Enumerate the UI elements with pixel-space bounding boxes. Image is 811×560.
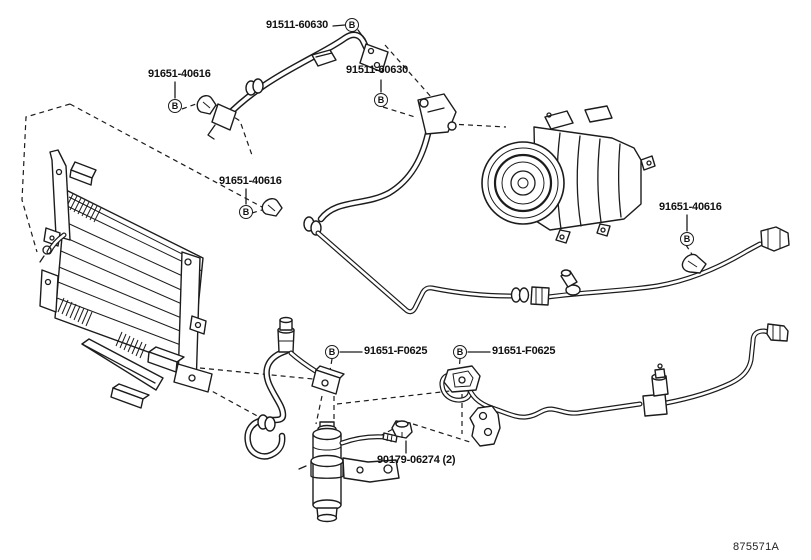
part-label-bolt: 90179-06274 (2) xyxy=(377,454,456,466)
upper-pipe-drawing xyxy=(315,226,790,315)
figure-code: 875571A xyxy=(733,541,780,553)
part-label-clamp-center: 91651-40616 xyxy=(219,175,282,187)
marker-b-clamp-right: B xyxy=(680,232,694,246)
part-label-suction-hose-lower: 91511-60630 xyxy=(346,64,409,76)
label-leader-lines xyxy=(174,24,688,454)
marker-b-clamp-left: B xyxy=(168,99,182,113)
marker-b-clamp-center: B xyxy=(239,205,253,219)
bracket-parts xyxy=(443,365,501,447)
receiver-drier-drawing xyxy=(244,316,400,523)
part-label-bracket-right: 91651-F0625 xyxy=(492,345,556,357)
marker-b-suction-hose-lower: B xyxy=(374,93,388,107)
marker-b-bracket-left: B xyxy=(325,345,339,359)
part-label-clamp-left: 91651-40616 xyxy=(148,68,211,80)
bolt-part xyxy=(391,420,413,439)
marker-b-bracket-right: B xyxy=(453,345,467,359)
part-label-suction-hose-upper: 91511-60630 xyxy=(266,19,329,31)
clamp-parts xyxy=(196,95,707,274)
part-label-bracket-left: 91651-F0625 xyxy=(364,345,428,357)
compressor-drawing xyxy=(481,105,656,244)
suction-hose-assembly xyxy=(207,31,457,236)
condenser-drawing xyxy=(39,149,213,409)
lower-pipe-drawing xyxy=(439,323,789,420)
marker-b-suction-hose-upper: B xyxy=(345,18,359,32)
part-label-clamp-right: 91651-40616 xyxy=(659,201,722,213)
